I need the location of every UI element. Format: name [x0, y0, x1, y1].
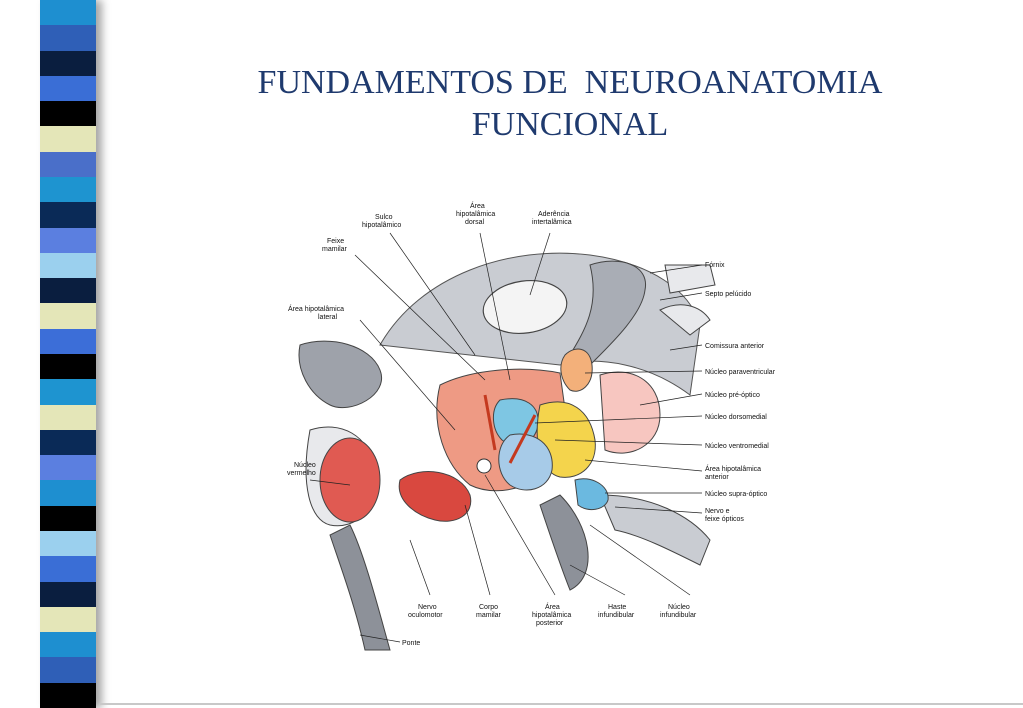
stripe-segment — [40, 50, 96, 77]
slide-title-line-1: FUNDAMENTOS DE NEUROANATOMIA — [257, 64, 883, 101]
slide-title: FUNDAMENTOS DE NEUROANATOMIA FUNCIONAL — [150, 62, 990, 146]
label-comissura-anterior: Comissura anterior — [705, 343, 765, 350]
stripe-segment — [40, 0, 96, 26]
stripe-segment — [40, 101, 96, 127]
stripe-segment — [40, 455, 96, 481]
brain-structures — [298, 252, 716, 651]
stripe-segment — [40, 429, 96, 456]
label-fornix: Fórnix — [705, 262, 725, 269]
stripe-segment — [40, 75, 96, 102]
decorative-stripe-bar — [40, 0, 96, 708]
stripe-segment — [40, 25, 96, 52]
stripe-segment — [40, 379, 96, 406]
stripe-segment — [40, 606, 96, 633]
stripe-segment — [40, 202, 96, 229]
stripe-segment — [40, 303, 96, 330]
stripe-segment — [40, 531, 96, 557]
stripe-segment — [40, 404, 96, 431]
stripe-segment — [40, 126, 96, 153]
stripe-segment — [40, 581, 96, 608]
leader-lines — [309, 232, 703, 643]
stripe-segment — [40, 328, 96, 355]
label-nucleo-dorsomedial: Núcleo dorsomedial — [705, 414, 767, 421]
label-nucleo-pre-optico: Núcleo pré-óptico — [705, 392, 760, 399]
stripe-segment — [40, 657, 96, 684]
stripe-segment — [40, 252, 96, 279]
hypothalamic-nuclei — [436, 348, 661, 511]
label-nucleo-ventromedial: Núcleo ventromedial — [705, 443, 769, 450]
stripe-segment — [40, 354, 96, 380]
stripe-segment — [40, 480, 96, 507]
stripe-segment — [40, 278, 96, 304]
stripe-segment — [40, 682, 96, 708]
label-ponte: Ponte — [402, 640, 420, 647]
stripe-segment — [40, 227, 96, 254]
stripe-segment — [40, 632, 96, 658]
label-nucleo-paraventricular: Núcleo paraventricular — [705, 369, 776, 376]
stripe-segment — [40, 151, 96, 178]
label-nucleo-supra-optico: Núcleo supra-óptico — [705, 491, 767, 498]
label-septo-pelucido: Septo pelúcido — [705, 291, 751, 298]
stripe-segment — [40, 505, 96, 532]
stripe-segment — [40, 556, 96, 583]
slide-title-line-2: FUNCIONAL — [471, 106, 669, 143]
stripe-segment — [40, 177, 96, 203]
bottom-divider — [100, 703, 1023, 705]
